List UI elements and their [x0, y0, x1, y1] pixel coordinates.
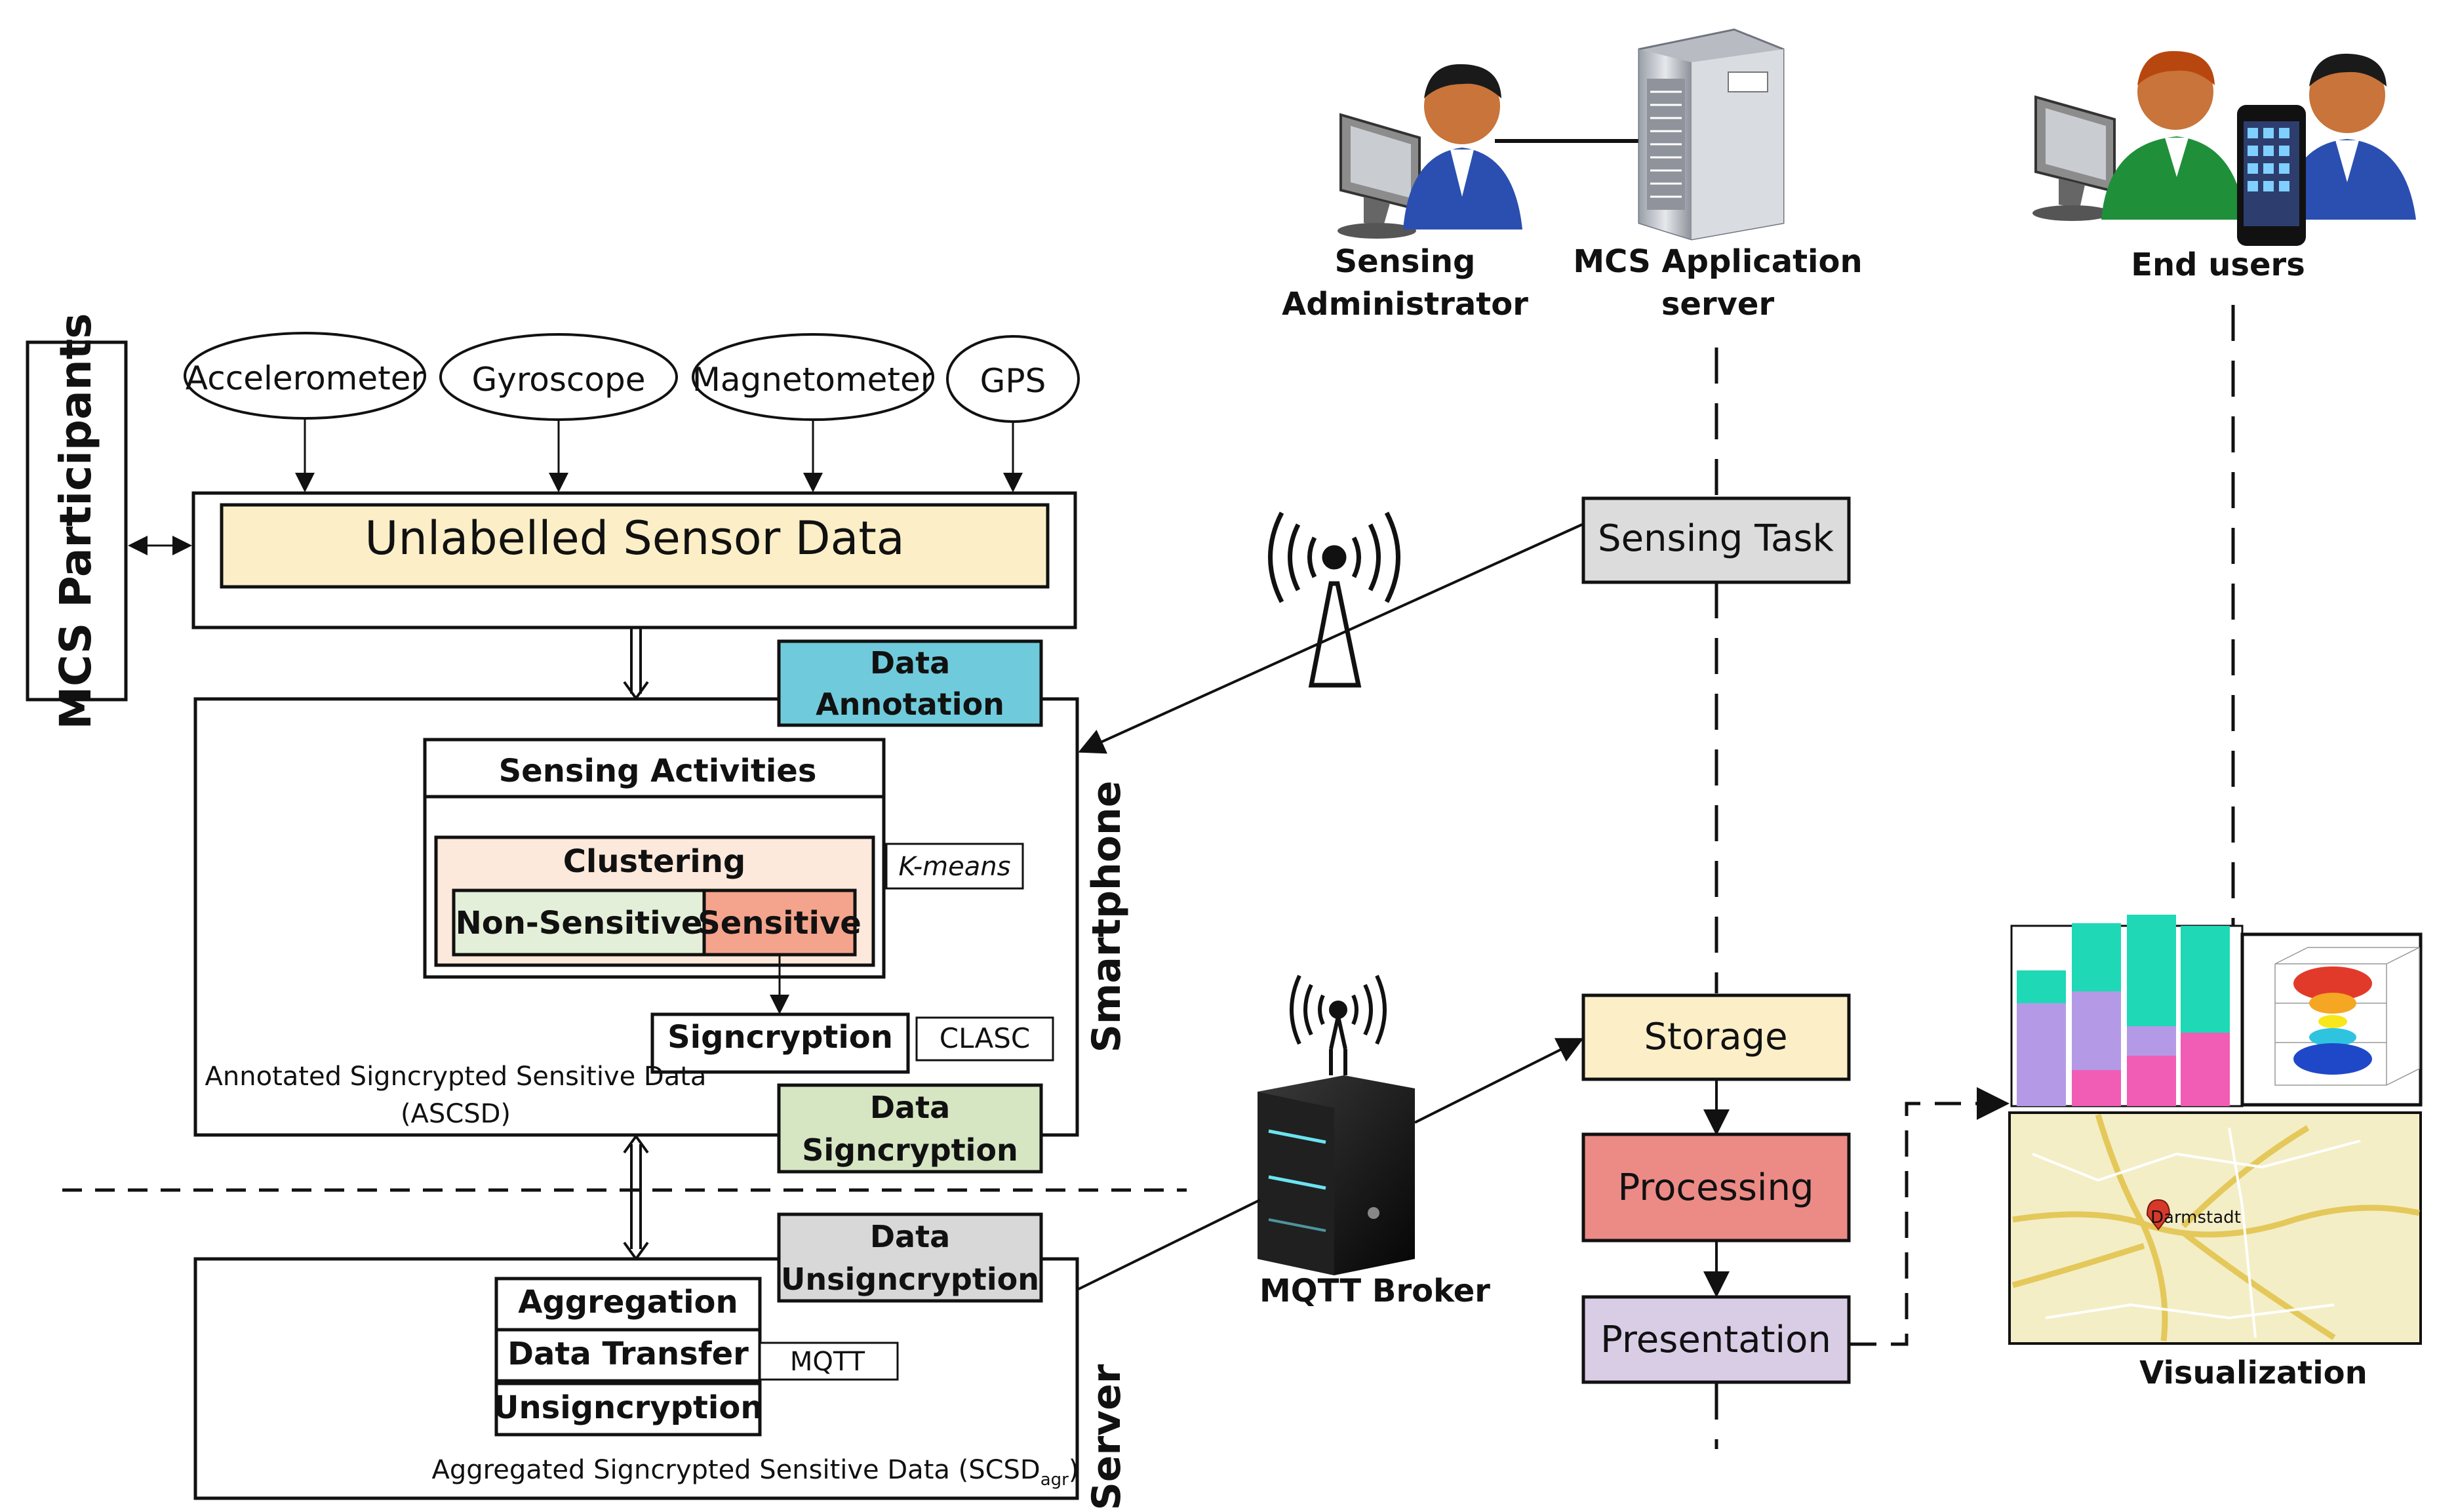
unsigncryption-label: Unsigncryption [493, 1389, 763, 1426]
admin-computer-icon [1337, 113, 1421, 239]
sensor-gyroscope-label: Gyroscope [471, 361, 645, 399]
viz-bar-2-segment-2 [2127, 915, 2176, 1026]
mqtt-label: MQTT [790, 1347, 865, 1377]
mcs-participants-label: MCS Participants [50, 313, 101, 729]
mqtt-broker-label: MQTT Broker [1259, 1273, 1490, 1309]
clasc-label: CLASC [940, 1022, 1030, 1054]
viz-bar-3-segment-0 [2181, 1033, 2230, 1106]
smartphone-label: Smartphone [1084, 781, 1130, 1053]
mcs-participants-box: MCS Participants [26, 313, 128, 730]
viz-bar-0-segment-1 [2017, 970, 2066, 1003]
admin-person-icon [1403, 64, 1522, 229]
sensor-accelerometer: Accelerometer [184, 332, 426, 420]
end-user-smartphone-icon [2237, 105, 2306, 246]
data-transfer-label: Data Transfer [507, 1336, 749, 1372]
viz-bar-1-segment-0 [2072, 1070, 2121, 1106]
data-signcryption-line1: Data [870, 1090, 950, 1125]
end-user-computer-icon [2032, 95, 2116, 221]
sensor-magnetometer: Magnetometer [692, 333, 934, 421]
data-annotation-line1: Data [870, 645, 950, 681]
clasc-box: CLASC [915, 1016, 1054, 1062]
processing-box: Processing [1581, 1132, 1851, 1243]
antenna-tower-icon [1268, 511, 1400, 688]
presentation-to-visualization-connector [1850, 1087, 2010, 1346]
server-to-broker-line [1078, 1199, 1261, 1290]
clustering-box: Clustering Non-Sensitive Sensitive [434, 835, 875, 967]
scsd-label: Aggregated Signcrypted Sensitive Data (S… [432, 1455, 1079, 1490]
sensing-task-box: Sensing Task [1581, 496, 1851, 584]
data-signcryption-line2: Signcryption [802, 1132, 1018, 1168]
mqtt-broker-icon [1258, 974, 1415, 1275]
data-annotation-tag: Data Annotation [777, 639, 1043, 727]
aggregation-label: Aggregation [518, 1284, 738, 1321]
broker-to-storage-arrow [1414, 1038, 1584, 1124]
end-users-label: End users [2131, 247, 2305, 283]
map-city-label: Darmstadt [2150, 1208, 2241, 1227]
data-unsigncryption-line2: Unsigncryption [781, 1262, 1039, 1297]
visualization-3d-plot [2240, 932, 2423, 1107]
data-unsigncryption-tag: Data Unsigncryption [777, 1212, 1043, 1303]
sensing-task-label: Sensing Task [1598, 517, 1834, 560]
viz-bar-2-segment-1 [2127, 1026, 2176, 1056]
storage-box: Storage [1581, 993, 1851, 1081]
end-user-person-blue-icon [2282, 53, 2416, 220]
data-transfer-box: Data Transfer [494, 1328, 762, 1383]
visualization-label: Visualization [2139, 1355, 2368, 1391]
presentation-label: Presentation [1600, 1319, 1831, 1361]
kmeans-box: K-means [885, 843, 1024, 890]
admin-label-line2: Administrator [1282, 286, 1528, 323]
viz-bar-1-segment-1 [2072, 991, 2121, 1070]
app-server-label-line1: MCS Application [1573, 243, 1862, 280]
processing-label: Processing [1617, 1166, 1813, 1209]
kmeans-label: K-means [899, 852, 1011, 882]
signcryption-box: Signcryption [650, 1012, 910, 1074]
viz-bar-1-segment-2 [2072, 923, 2121, 991]
visualization-bar-chart [2010, 915, 2244, 1107]
visualization-map: Darmstadt [2008, 1111, 2422, 1345]
admin-label-line1: Sensing [1335, 243, 1476, 280]
app-server-icon [1638, 28, 1785, 241]
presentation-box: Presentation [1581, 1295, 1851, 1384]
bidirectional-double-arrow [623, 1134, 649, 1262]
ascsd-line1: Annotated Signcrypted Sensitive Data [205, 1062, 707, 1092]
data-signcryption-tag: Data Signcryption [777, 1083, 1043, 1174]
unlabelled-sensor-data-box: Unlabelled Sensor Data [191, 491, 1077, 629]
clustering-label: Clustering [563, 843, 746, 880]
app-server-label-line2: server [1661, 286, 1775, 323]
data-annotation-line2: Annotation [816, 686, 1004, 722]
storage-label: Storage [1644, 1016, 1787, 1058]
sensor-arrows [295, 420, 1023, 492]
sensing-activities-label: Sensing Activities [499, 753, 817, 789]
unsigncryption-box: Unsigncryption [493, 1382, 763, 1437]
sensor-magnetometer-label: Magnetometer [692, 361, 934, 399]
end-user-person-green-icon [2101, 50, 2246, 220]
sensor-gps: GPS [946, 335, 1080, 423]
sensor-gps-label: GPS [980, 362, 1046, 400]
unlabelled-sensor-data-label: Unlabelled Sensor Data [365, 511, 904, 565]
signcryption-label: Signcryption [667, 1019, 893, 1056]
viz-bar-0-segment-0 [2017, 1003, 2066, 1106]
viz-bar-3-segment-1 [2181, 926, 2230, 1033]
data-unsigncryption-line1: Data [870, 1219, 950, 1254]
mqtt-box: MQTT [759, 1342, 899, 1381]
sensitive-label: Sensitive [698, 905, 862, 942]
server-label: Server [1084, 1364, 1130, 1510]
sensor-gyroscope: Gyroscope [439, 333, 678, 421]
non-sensitive-label: Non-Sensitive [456, 905, 703, 942]
sensing-task-to-smartphone-arrow [1078, 523, 1583, 754]
aggregation-box: Aggregation [494, 1277, 762, 1332]
viz-bar-2-segment-0 [2127, 1056, 2176, 1106]
sensor-accelerometer-label: Accelerometer [186, 359, 425, 397]
ascsd-line2: (ASCSD) [401, 1099, 511, 1129]
down-double-arrow [623, 628, 649, 701]
